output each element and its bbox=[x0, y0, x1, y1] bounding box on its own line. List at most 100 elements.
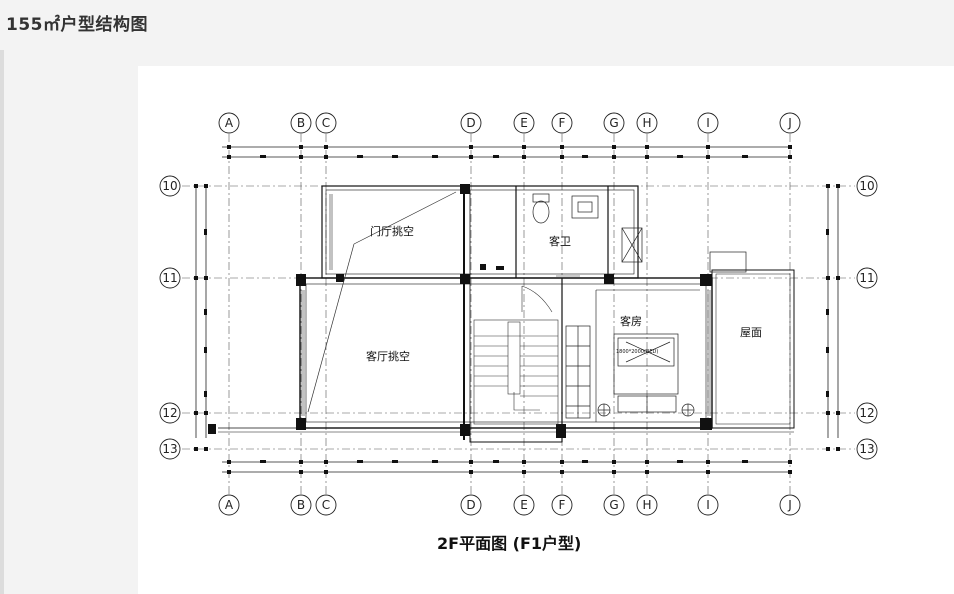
svg-text:H: H bbox=[642, 116, 651, 130]
svg-text:11: 11 bbox=[859, 271, 874, 285]
svg-text:12: 12 bbox=[859, 406, 874, 420]
axis-bubble-right-10: 10 bbox=[856, 175, 878, 197]
axis-bubble-left-11: 11 bbox=[159, 267, 181, 289]
dim-mark bbox=[826, 229, 829, 235]
plan-title: 2F平面图 (F1户型) bbox=[437, 534, 581, 553]
dim-tick bbox=[299, 460, 303, 464]
dim-tick bbox=[826, 447, 830, 451]
axis-bubble-bottom-A: A bbox=[218, 494, 240, 516]
dim-tick bbox=[522, 145, 526, 149]
door-swings bbox=[521, 275, 580, 313]
dim-mark bbox=[677, 460, 683, 463]
dim-tick bbox=[204, 447, 208, 451]
dim-mark bbox=[742, 155, 748, 158]
foyer-small-fixtures bbox=[480, 264, 504, 270]
dim-tick bbox=[560, 145, 564, 149]
axis-bubble-left-12: 12 bbox=[159, 402, 181, 424]
svg-text:A: A bbox=[225, 116, 234, 130]
dim-mark bbox=[432, 155, 438, 158]
axis-bubble-bottom-J: J bbox=[779, 494, 801, 516]
dim-tick bbox=[227, 155, 231, 159]
svg-text:C: C bbox=[322, 116, 330, 130]
dim-tick bbox=[324, 460, 328, 464]
svg-text:B: B bbox=[297, 498, 305, 512]
axis-bubble-top-D: D bbox=[460, 112, 482, 134]
dim-tick bbox=[324, 470, 328, 474]
svg-text:J: J bbox=[787, 116, 792, 130]
dim-tick bbox=[204, 184, 208, 188]
axis-bubble-right-11: 11 bbox=[856, 267, 878, 289]
svg-text:B: B bbox=[297, 116, 305, 130]
dim-tick bbox=[324, 155, 328, 159]
dim-tick bbox=[706, 155, 710, 159]
walls bbox=[218, 185, 795, 443]
dim-tick bbox=[612, 470, 616, 474]
svg-text:13: 13 bbox=[162, 442, 177, 456]
dimension-ticks bbox=[194, 145, 840, 474]
svg-text:E: E bbox=[520, 116, 528, 130]
svg-text:11: 11 bbox=[162, 271, 177, 285]
axis-bubble-bottom-C: C bbox=[315, 494, 337, 516]
dim-tick bbox=[836, 184, 840, 188]
dim-tick bbox=[299, 155, 303, 159]
dim-tick bbox=[324, 145, 328, 149]
dim-tick bbox=[788, 470, 792, 474]
dim-tick bbox=[836, 411, 840, 415]
axis-bubble-top-C: C bbox=[315, 112, 337, 134]
dim-tick bbox=[826, 276, 830, 280]
axis-bubble-top-B: B bbox=[290, 112, 312, 134]
axis-bubble-bottom-B: B bbox=[290, 494, 312, 516]
dim-tick bbox=[706, 470, 710, 474]
dim-mark bbox=[204, 391, 207, 397]
dim-tick bbox=[645, 460, 649, 464]
dim-mark bbox=[826, 347, 829, 353]
dimension-lines bbox=[195, 146, 839, 473]
dim-mark bbox=[357, 460, 363, 463]
dim-tick bbox=[836, 276, 840, 280]
dim-tick bbox=[469, 470, 473, 474]
axis-bubble-left-13: 13 bbox=[159, 438, 181, 460]
room-label-roof: 屋面 bbox=[740, 326, 762, 339]
svg-text:F: F bbox=[559, 116, 566, 130]
wardrobe bbox=[565, 325, 591, 419]
void-diagonals bbox=[307, 191, 457, 413]
dim-tick bbox=[522, 155, 526, 159]
dim-mark bbox=[742, 460, 748, 463]
bed bbox=[597, 251, 747, 417]
axis-grid bbox=[182, 134, 855, 494]
dim-mark bbox=[260, 460, 266, 463]
dim-tick bbox=[299, 470, 303, 474]
dim-tick bbox=[645, 155, 649, 159]
svg-text:C: C bbox=[322, 498, 330, 512]
dim-mark bbox=[432, 460, 438, 463]
staircase bbox=[473, 319, 559, 425]
axis-bubble-bottom-I: I bbox=[697, 494, 719, 516]
svg-text:G: G bbox=[609, 498, 618, 512]
dim-tick bbox=[194, 411, 198, 415]
dim-tick bbox=[645, 470, 649, 474]
room-label-guest-room: 客房 bbox=[620, 314, 642, 328]
svg-text:10: 10 bbox=[859, 179, 874, 193]
dim-tick bbox=[522, 470, 526, 474]
svg-text:G: G bbox=[609, 116, 618, 130]
svg-text:I: I bbox=[706, 498, 710, 512]
dim-tick bbox=[788, 145, 792, 149]
axis-bubble-right-12: 12 bbox=[856, 402, 878, 424]
axis-bubble-top-I: I bbox=[697, 112, 719, 134]
dim-mark bbox=[493, 155, 499, 158]
dim-tick bbox=[522, 460, 526, 464]
page-title: 155㎡户型结构图 bbox=[6, 15, 148, 35]
dim-tick bbox=[194, 184, 198, 188]
dim-mark bbox=[582, 155, 588, 158]
bed-size-label: 1800*2000(BED) bbox=[616, 349, 658, 355]
dim-mark bbox=[392, 155, 398, 158]
dim-tick bbox=[706, 145, 710, 149]
axis-bubble-top-H: H bbox=[636, 112, 658, 134]
dim-tick bbox=[826, 411, 830, 415]
axis-bubble-bottom-G: G bbox=[603, 494, 625, 516]
svg-text:12: 12 bbox=[162, 406, 177, 420]
svg-text:I: I bbox=[706, 116, 710, 130]
axis-bubble-top-J: J bbox=[779, 112, 801, 134]
